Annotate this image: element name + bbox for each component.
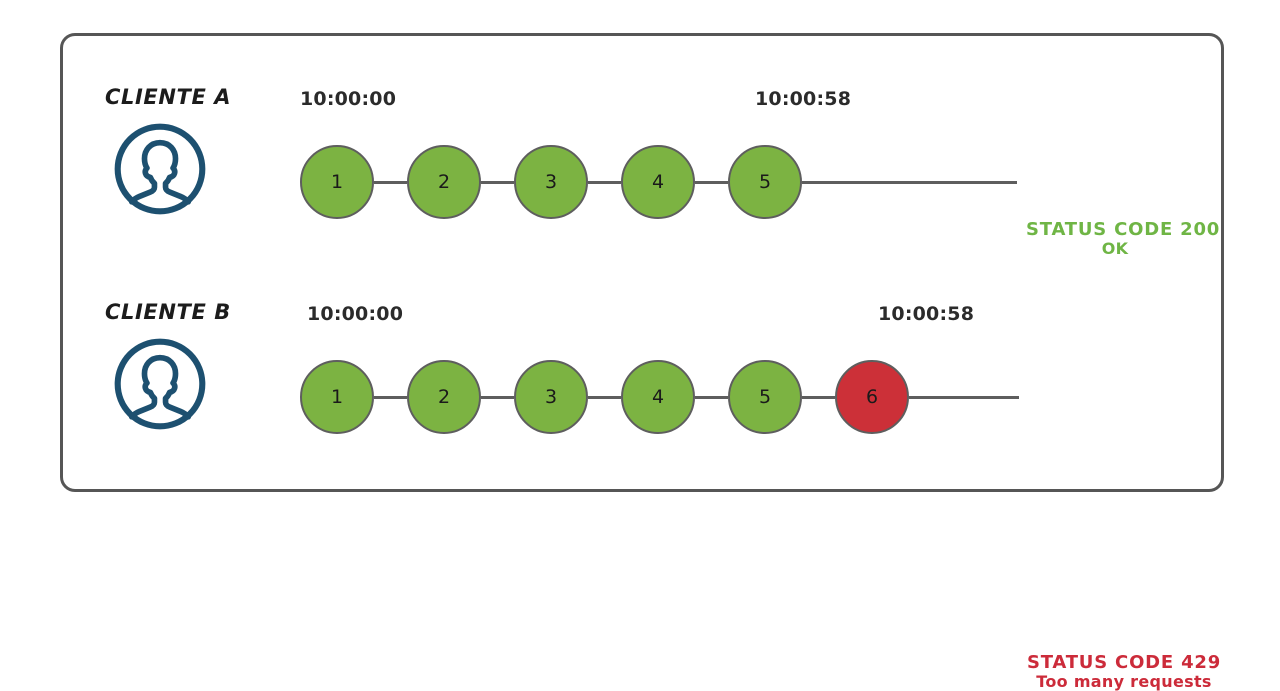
request-node-rejected[interactable]: 6 xyxy=(835,360,909,434)
request-node[interactable]: 1 xyxy=(300,145,374,219)
status-message-a: OK xyxy=(1101,239,1129,259)
end-time-b: 10:00:58 xyxy=(878,303,975,325)
status-message-b: Too many requests xyxy=(1036,672,1212,691)
chain-link xyxy=(695,396,728,399)
chain-link xyxy=(588,396,621,399)
client-row-a: CLIENTE A 10:00:00 10:00:58 1 2 3 4 5 ST… xyxy=(0,70,1280,270)
user-avatar-icon xyxy=(113,337,207,431)
request-node[interactable]: 3 xyxy=(514,145,588,219)
chain-link xyxy=(374,396,407,399)
chain-tail xyxy=(909,396,1019,399)
status-code-a: STATUS CODE 200 xyxy=(1026,219,1221,240)
end-time-a: 10:00:58 xyxy=(755,88,852,110)
chain-link xyxy=(695,181,728,184)
request-node[interactable]: 1 xyxy=(300,360,374,434)
start-time-a: 10:00:00 xyxy=(300,88,397,110)
client-label-b: CLIENTE B xyxy=(105,300,231,324)
status-badge-b: STATUS CODE 429 Too many requests xyxy=(1026,652,1222,691)
start-time-b: 10:00:00 xyxy=(307,303,404,325)
chain-link xyxy=(374,181,407,184)
request-node[interactable]: 2 xyxy=(407,145,481,219)
request-node[interactable]: 2 xyxy=(407,360,481,434)
status-badge-a: STATUS CODE 200 OK xyxy=(1026,219,1221,259)
request-node[interactable]: 5 xyxy=(728,145,802,219)
chain-tail xyxy=(802,181,1017,184)
chain-link xyxy=(481,181,514,184)
user-avatar-icon xyxy=(113,122,207,216)
request-node[interactable]: 4 xyxy=(621,145,695,219)
chain-link xyxy=(802,396,835,399)
request-node[interactable]: 4 xyxy=(621,360,695,434)
chain-link xyxy=(588,181,621,184)
request-node[interactable]: 3 xyxy=(514,360,588,434)
chain-link xyxy=(481,396,514,399)
diagram-canvas: CLIENTE A 10:00:00 10:00:58 1 2 3 4 5 ST… xyxy=(0,33,1280,691)
client-label-a: CLIENTE A xyxy=(105,85,232,109)
client-row-b: CLIENTE B 10:00:00 10:00:58 1 2 3 4 5 6 xyxy=(0,285,1280,691)
request-node[interactable]: 5 xyxy=(728,360,802,434)
status-code-b: STATUS CODE 429 xyxy=(1026,652,1222,673)
